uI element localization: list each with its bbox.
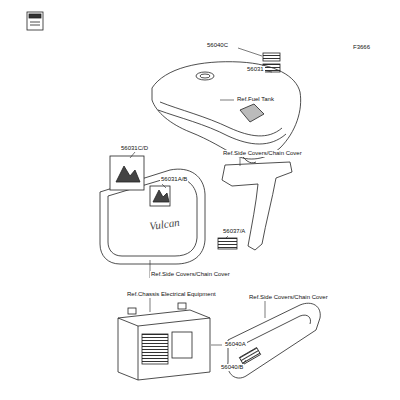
decal [110,156,144,190]
fuel-tank [152,62,301,163]
decal [218,238,237,249]
figure-code: F3666 [352,44,371,51]
reference-note: Ref.Fuel Tank [236,96,275,103]
part-number: 56040A [224,341,247,348]
part-number: 56040C [206,42,229,49]
frame-cover [222,162,292,250]
part-number: 56040/B [220,364,244,371]
reference-note: Ref.Chassis Electrical Equipment [126,291,217,298]
part-number: 56031C/D [120,145,149,152]
decal [263,64,280,72]
part-number: 56031A/B [160,176,188,183]
decal [150,186,170,206]
battery [118,303,210,380]
reference-note: Ref.Side Covers/Chain Cover [150,271,231,278]
part-number: 56037/A [222,228,246,235]
manual-icon [27,12,43,30]
part-number: 56031 [246,66,265,73]
svg-text:Vulcan: Vulcan [149,216,181,232]
decal [263,53,280,61]
reference-note: Ref.Side Covers/Chain Cover [222,150,303,157]
reference-note: Ref.Side Covers/Chain Cover [248,294,329,301]
